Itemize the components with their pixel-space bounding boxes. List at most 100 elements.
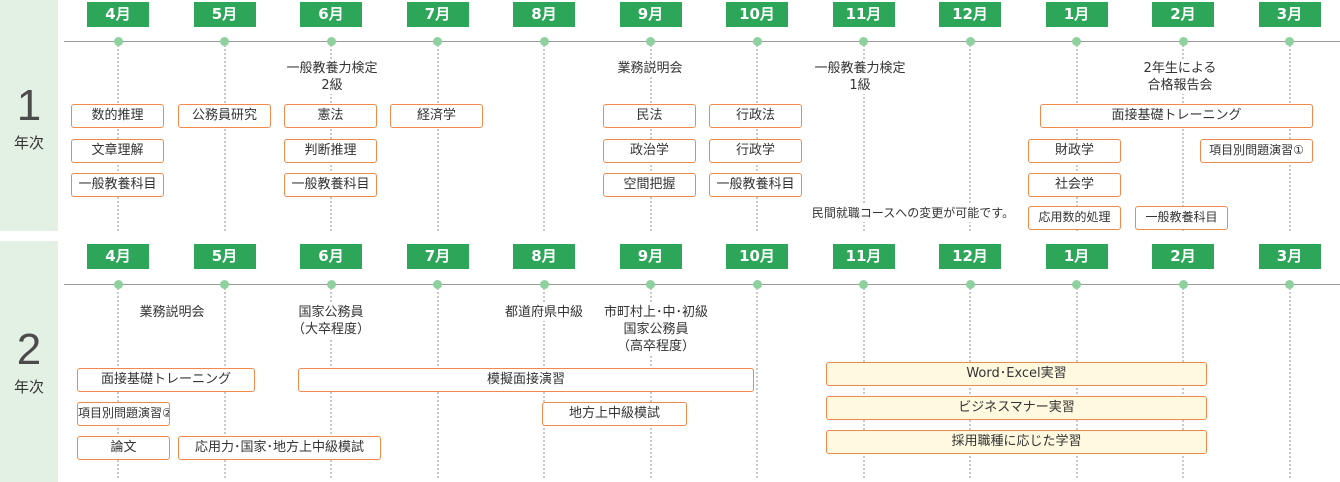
year1-panel (0, 0, 58, 231)
y2-month-header-5: 8月 (513, 244, 575, 269)
y2-month-dot-12 (1285, 280, 1294, 289)
y2-month-header-4: 7月 (406, 244, 469, 269)
y1-event-kentei2-line2: 2級 (321, 78, 343, 93)
year1-number: 1 (16, 81, 42, 130)
year2-label: 2 年次 (0, 328, 58, 397)
y1-month-dot-7 (752, 37, 762, 46)
y1-event-goukaku: 2年生による 合格報告会 (1130, 60, 1230, 94)
y1-box-keizai: 経済学 (390, 104, 483, 128)
y1-month-guide-3 (330, 45, 332, 231)
y2-month-dot-6 (646, 280, 655, 289)
y2-month-header-9: 12月 (939, 244, 1001, 269)
y1-month-dot-9 (965, 37, 975, 46)
y2-month-header-8: 11月 (832, 244, 895, 269)
year2-number: 2 (16, 325, 42, 374)
y1-month-guide-10 (1075, 45, 1078, 231)
y1-month-dot-6 (646, 37, 655, 46)
y2-box-ouyouryoku: 応用力･国家･地方上中級模試 (178, 436, 381, 460)
year2-timeline (64, 284, 1340, 285)
y1-event-setsumeikai: 業務説明会 (602, 60, 698, 77)
y1-month-dot-4 (433, 37, 442, 46)
y2-box-business: ビジネスマナー実習 (826, 396, 1207, 420)
y2-event-kokka-daisotsu: 国家公務員 （大卒程度） (276, 304, 386, 338)
y2-event-shichouson-line3: （高卒程度） (616, 339, 695, 354)
y2-box-koumoku: 項目別問題演習② (77, 402, 170, 426)
year2-panel (0, 241, 58, 482)
y1-note-course-change: 民間就職コースへの変更が可能です。 (804, 205, 1022, 222)
y2-month-header-7: 10月 (726, 244, 788, 269)
y1-month-guide-5 (543, 45, 545, 231)
y2-box-mensetsu: 面接基礎トレーニング (77, 368, 255, 392)
y2-event-todoufuken: 都道府県中級 (494, 304, 594, 321)
y1-box-handan: 判断推理 (284, 139, 377, 163)
year1-timeline (64, 41, 1340, 42)
y1-box-koumuin: 公務員研究 (178, 104, 271, 128)
y1-month-header-3: 6月 (300, 2, 362, 27)
y1-box-koumoku: 項目別問題演習① (1200, 139, 1313, 163)
y2-month-dot-2 (220, 280, 229, 289)
y2-month-dot-10 (1072, 280, 1081, 289)
y1-month-header-10: 1月 (1045, 2, 1108, 27)
y2-box-saiyou: 採用職種に応じた学習 (826, 430, 1207, 454)
y2-month-dot-5 (539, 280, 549, 289)
y2-month-dot-4 (433, 280, 442, 289)
year1-label: 1 年次 (0, 84, 58, 153)
y2-event-shichouson-line2: 国家公務員 (623, 322, 689, 337)
y2-month-header-11: 2月 (1152, 244, 1214, 269)
y1-box-bunsho: 文章理解 (71, 139, 164, 163)
y1-box-ippan-feb: 一般教養科目 (1135, 206, 1228, 230)
y1-event-kentei2-line1: 一般教養力検定 (286, 61, 378, 76)
y1-box-gyoseiho: 行政法 (709, 104, 802, 128)
y1-month-header-6: 9月 (619, 2, 682, 27)
y2-event-setsumeikai: 業務説明会 (124, 304, 220, 321)
y1-event-goukaku-line2: 合格報告会 (1147, 78, 1213, 93)
y1-month-dot-2 (220, 37, 229, 46)
y1-box-suuteki: 数的推理 (71, 104, 164, 128)
y2-box-mogi-mensetsu: 模擬面接演習 (298, 368, 754, 392)
y2-month-dot-9 (965, 280, 975, 289)
y1-box-minpo: 民法 (603, 104, 696, 128)
y1-month-guide-6 (649, 45, 652, 231)
y2-month-header-2: 5月 (193, 244, 256, 269)
y1-month-guide-11 (1182, 45, 1184, 231)
y1-event-kentei2: 一般教養力検定 2級 (270, 60, 394, 94)
y1-month-header-5: 8月 (513, 2, 575, 27)
y2-event-setsumeikai-line1: 業務説明会 (139, 305, 205, 320)
y1-month-guide-9 (969, 45, 971, 231)
y1-box-shakai: 社会学 (1028, 173, 1121, 197)
y1-event-kentei1: 一般教養力検定 1級 (798, 60, 922, 94)
y1-box-ippan-apr: 一般教養科目 (71, 173, 164, 197)
y1-month-guide-2 (223, 45, 226, 231)
y2-event-shichouson: 市町村上･中･初級 国家公務員 （高卒程度） (596, 304, 716, 355)
y1-month-guide-12 (1288, 45, 1291, 231)
y2-box-word-excel: Word･Excel実習 (826, 362, 1207, 386)
y1-month-header-12: 3月 (1258, 2, 1321, 27)
y1-box-gyoseigaku: 行政学 (709, 139, 802, 163)
y1-event-goukaku-line1: 2年生による (1143, 61, 1217, 76)
y1-box-zaisei: 財政学 (1028, 139, 1121, 163)
y1-month-dot-11 (1178, 37, 1188, 46)
y2-month-dot-11 (1178, 280, 1188, 289)
y2-event-shichouson-line1: 市町村上･中･初級 (603, 305, 708, 320)
y1-month-guide-4 (436, 45, 439, 231)
y1-month-header-2: 5月 (193, 2, 256, 27)
y2-event-kokka-daisotsu-line1: 国家公務員 (298, 305, 364, 320)
y1-box-ippan-jun: 一般教養科目 (284, 173, 377, 197)
y1-month-header-9: 12月 (939, 2, 1001, 27)
y2-event-todoufuken-line1: 都道府県中級 (504, 305, 583, 320)
y1-month-dot-10 (1072, 37, 1081, 46)
y1-box-seiji: 政治学 (603, 139, 696, 163)
y2-month-header-10: 1月 (1045, 244, 1108, 269)
y2-month-dot-1 (113, 280, 123, 289)
year2-text: 年次 (13, 378, 44, 396)
y2-box-chihou: 地方上中級模試 (542, 402, 687, 426)
y2-month-header-1: 4月 (87, 244, 149, 269)
y2-box-ronbun: 論文 (77, 436, 170, 460)
y1-box-kenpo: 憲法 (284, 104, 377, 128)
y1-event-kentei1-line2: 1級 (849, 78, 871, 93)
y1-month-header-7: 10月 (726, 2, 788, 27)
y2-month-dot-3 (326, 280, 336, 289)
y1-box-mensetsu: 面接基礎トレーニング (1040, 104, 1313, 128)
y1-event-setsumeikai-line1: 業務説明会 (617, 61, 683, 76)
y2-month-guide-12 (1288, 288, 1291, 478)
